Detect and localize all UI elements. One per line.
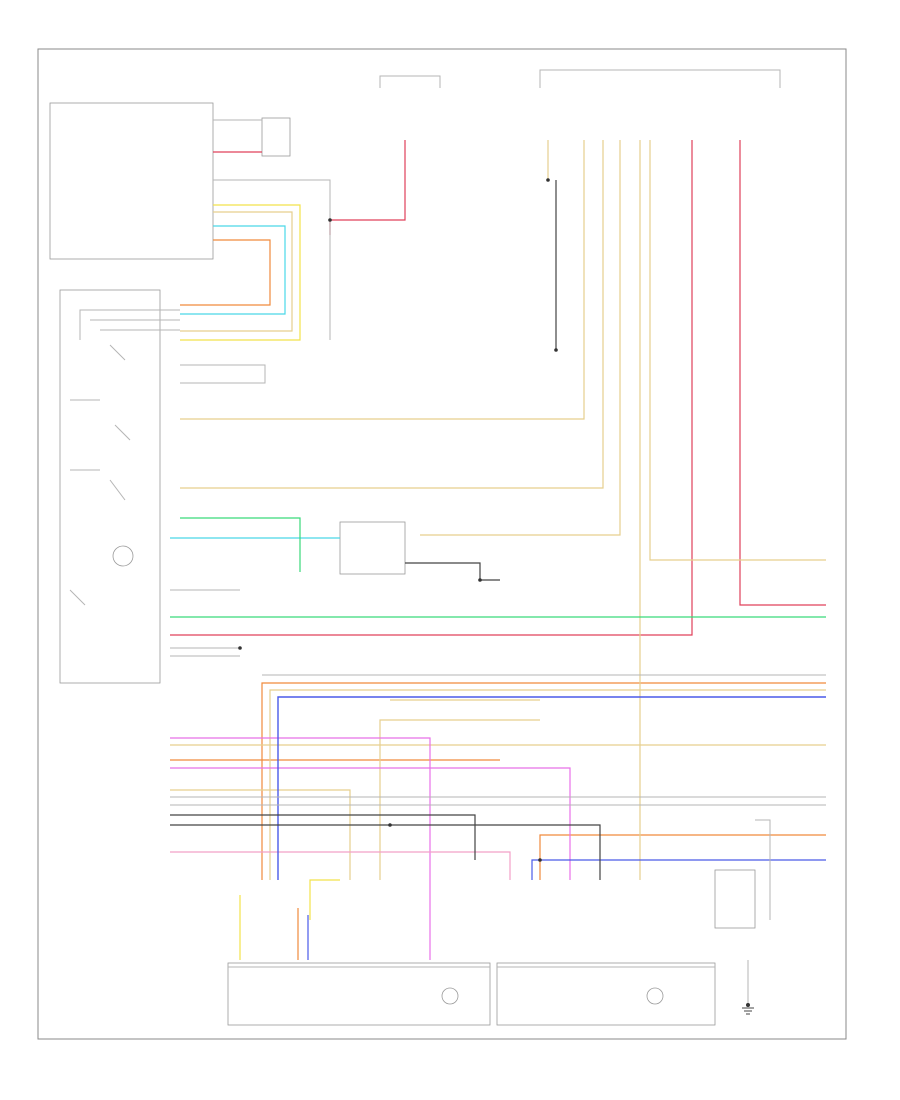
wire-red-2	[329, 140, 406, 235]
wire-cyan-1	[180, 225, 286, 315]
splice-dot	[554, 348, 558, 352]
wire-gray-13	[79, 309, 180, 340]
wire-dark-4	[405, 562, 500, 581]
front-hvac-unit	[227, 962, 491, 1026]
rear-motor	[646, 987, 664, 1005]
wire-red-3	[739, 140, 826, 606]
wire-blue-2	[531, 859, 826, 880]
wire-dark-1	[170, 814, 476, 860]
blower-switch-symbols	[69, 344, 131, 606]
wire-gray-10	[755, 819, 771, 920]
wire-tan-1	[180, 211, 293, 332]
splice-dot	[546, 178, 550, 182]
wire-magenta-2	[170, 767, 571, 880]
wire-tan-9	[269, 689, 826, 880]
wire-tan-12	[379, 719, 540, 880]
top-fuse-block-left	[379, 75, 441, 88]
wire-tan-4	[420, 140, 621, 536]
wire-tan-5	[649, 140, 826, 561]
wire-gray-7	[180, 364, 266, 384]
pressure-switch	[339, 521, 406, 575]
front-motor	[441, 987, 459, 1005]
wire-orange-4	[539, 834, 826, 880]
wire-gray-8	[213, 179, 331, 340]
blower-module-assembly	[59, 289, 161, 684]
mode-actuator	[112, 545, 134, 567]
wire-red-4	[170, 140, 693, 636]
wire-yellow-3	[309, 879, 340, 920]
wire-blue-1	[277, 696, 826, 880]
wire-dark-2	[170, 824, 601, 880]
splice-dot	[328, 218, 332, 222]
wire-pink-1	[170, 851, 511, 880]
wire-orange-2	[261, 682, 826, 880]
wire-orange-1	[180, 239, 271, 306]
wire-tan-2	[180, 140, 585, 420]
splice-dot	[538, 858, 542, 862]
splice-dot	[388, 823, 392, 827]
wire-yellow-1	[180, 204, 301, 341]
wire-tan-3	[180, 140, 604, 489]
ground-symbol	[742, 1007, 754, 1015]
splice-dot	[746, 1003, 750, 1007]
splice-dot	[238, 646, 242, 650]
relay-box	[261, 117, 291, 157]
upper-left-module	[49, 102, 214, 260]
wire-magenta-1	[170, 737, 431, 960]
junction-box-right	[714, 869, 756, 929]
wire-green-1	[180, 517, 301, 572]
splice-dot	[478, 578, 482, 582]
wire-tan-11	[170, 789, 351, 880]
top-fuse-block-right	[539, 69, 781, 88]
diagram-frame	[37, 48, 847, 1040]
rear-hvac-unit	[496, 962, 716, 1026]
